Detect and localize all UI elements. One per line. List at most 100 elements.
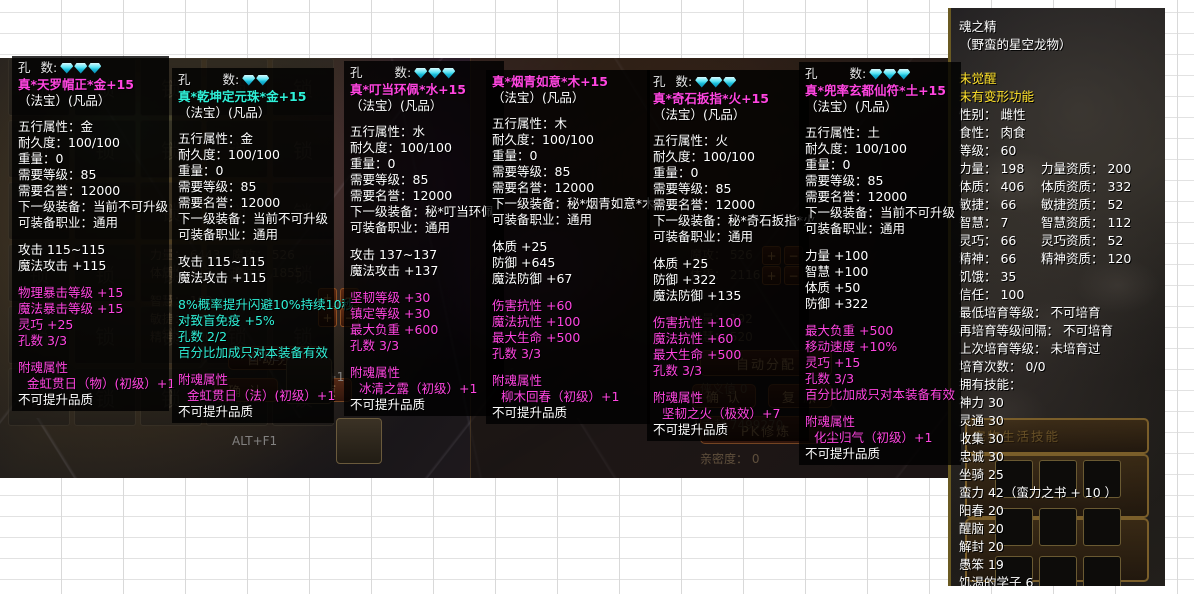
item-bonus-stat: 孔数 3/3 bbox=[18, 333, 68, 348]
pet-stat-line: 上次培育等级： 未培育过 bbox=[959, 341, 1101, 356]
socket-count-label: 数: bbox=[40, 60, 58, 75]
pet-skill-slot[interactable] bbox=[1039, 508, 1077, 546]
item-base-attribute: 需要等级：85 bbox=[18, 167, 97, 182]
item-name: 真*天罗帽正*金+15 bbox=[18, 77, 134, 92]
pet-skill-slot[interactable] bbox=[995, 460, 1033, 498]
item-bonus-stat: 百分比加成只对本装备有效 bbox=[178, 345, 329, 360]
skill-slot[interactable] bbox=[336, 418, 382, 464]
socket-count-label: 数: bbox=[222, 72, 240, 87]
soul-attribute-value: 坚韧之火（极效）+7 bbox=[662, 406, 781, 421]
item-name: 真*兜率玄都仙符*土+15 bbox=[805, 83, 946, 98]
item-base-attribute: 需要等级：85 bbox=[653, 181, 732, 196]
soul-attribute-header: 附魂属性 bbox=[653, 390, 704, 405]
pet-skill-line: 饥渴的学子 6 bbox=[959, 575, 1034, 586]
gem-icon bbox=[88, 62, 102, 74]
item-combat-stat: 体质 +25 bbox=[492, 239, 548, 254]
pet-stat-aptitude: 智慧资质： 112 bbox=[1041, 215, 1132, 230]
item-type-quality: （法宝）(凡品） bbox=[18, 93, 111, 108]
item-quality-footer: 不可提升品质 bbox=[350, 397, 426, 412]
gem-icon bbox=[256, 74, 270, 86]
soul-attribute-header: 附魂属性 bbox=[18, 360, 69, 375]
item-combat-stat: 攻击 115~115 bbox=[178, 254, 266, 269]
item-base-attribute: 下一级装备：秘*奇石扳指*火 bbox=[653, 213, 816, 228]
item-bonus-stat: 对致盲免疫 +5% bbox=[178, 313, 275, 328]
item-base-attribute: 五行属性：火 bbox=[653, 133, 729, 148]
pet-skill-slot[interactable] bbox=[995, 508, 1033, 546]
soul-attribute-value: 金虹贯日（法）(初级）+1 bbox=[187, 388, 336, 403]
item-name: 真*烟青如意*木+15 bbox=[492, 74, 608, 89]
pet-stat-line: 信任： 100 bbox=[959, 287, 1025, 302]
spacer bbox=[492, 228, 644, 239]
pet-skill-slot[interactable] bbox=[995, 556, 1033, 586]
pet-skill-slot[interactable] bbox=[1083, 460, 1121, 498]
item-base-attribute: 耐久度：100/100 bbox=[178, 147, 280, 162]
spacer bbox=[18, 274, 163, 285]
item-base-attribute: 下一级装备：当前不可升级 bbox=[178, 211, 329, 226]
spacer bbox=[805, 312, 955, 323]
spacer bbox=[805, 403, 955, 414]
ghost-field: 亲密度： 0 bbox=[700, 452, 760, 466]
item-quality-footer: 不可提升品质 bbox=[653, 422, 729, 437]
pet-skill-slot[interactable] bbox=[1039, 556, 1077, 586]
pet-status-line: 未有变形功能 bbox=[959, 89, 1035, 104]
socket-count-label: 数: bbox=[675, 74, 693, 89]
item-combat-stat: 防御 +322 bbox=[653, 272, 717, 287]
item-bonus-stat: 物理暴击等级 +15 bbox=[18, 285, 124, 300]
pet-stat-primary: 灵巧： 66 bbox=[959, 233, 1017, 248]
soul-attribute-value: 化尘归气（初级）+1 bbox=[814, 430, 933, 445]
tooltip-qiankun-dingyuanzhu: 孔数:真*乾坤定元珠*金+15（法宝）(凡品）五行属性：金耐久度：100/100… bbox=[172, 68, 354, 423]
pet-status-line: 未觉醒 bbox=[959, 71, 997, 86]
socket-row: 孔数: bbox=[18, 60, 163, 76]
pet-stat-primary: 体质： 406 bbox=[959, 179, 1025, 194]
item-bonus-stat: 孔数 3/3 bbox=[805, 371, 855, 386]
item-combat-stat: 防御 +645 bbox=[492, 255, 556, 270]
item-base-attribute: 需要等级：85 bbox=[350, 172, 429, 187]
item-combat-stat: 魔法攻击 +137 bbox=[350, 263, 439, 278]
item-base-attribute: 重量：0 bbox=[805, 157, 851, 172]
pet-skill-slot[interactable] bbox=[1083, 556, 1121, 586]
item-base-attribute: 下一级装备：秘*烟青如意*木 bbox=[492, 196, 655, 211]
item-base-attribute: 下一级装备：当前不可升级 bbox=[18, 199, 169, 214]
item-base-attribute: 五行属性：金 bbox=[18, 119, 94, 134]
item-base-attribute: 需要名誉：12000 bbox=[492, 180, 595, 195]
pet-skill-line: 解封 20 bbox=[959, 539, 1004, 554]
pet-skill-line: 阳春 20 bbox=[959, 503, 1004, 518]
spacer bbox=[350, 279, 498, 290]
item-base-attribute: 耐久度：100/100 bbox=[653, 149, 755, 164]
item-combat-stat: 攻击 115~115 bbox=[18, 242, 106, 257]
pet-skill-slot[interactable] bbox=[1039, 460, 1077, 498]
spacer bbox=[653, 304, 803, 315]
pet-skill-slot[interactable] bbox=[1083, 508, 1121, 546]
item-base-attribute: 可装备职业：通用 bbox=[178, 227, 279, 242]
item-bonus-stat: 魔法抗性 +60 bbox=[653, 331, 734, 346]
pet-stat-aptitude: 精神资质： 120 bbox=[1041, 251, 1132, 266]
item-base-attribute: 需要名誉：12000 bbox=[653, 197, 756, 212]
socket-count-label: 数: bbox=[849, 66, 867, 81]
item-base-attribute: 需要名誉：12000 bbox=[805, 189, 908, 204]
gem-icon bbox=[883, 68, 897, 80]
spacer bbox=[492, 287, 644, 298]
pet-attribute: 食性： 肉食 bbox=[959, 125, 1026, 140]
pet-species: （野蛮的星空龙物） bbox=[959, 37, 1072, 52]
hotkey-label-alt-f1: ALT+F1 bbox=[232, 434, 278, 448]
item-combat-stat: 魔法攻击 +115 bbox=[18, 258, 107, 273]
item-bonus-stat: 孔数 3/3 bbox=[492, 346, 542, 361]
item-quality-footer: 不可提升品质 bbox=[178, 404, 254, 419]
soul-attribute-header: 附魂属性 bbox=[350, 365, 401, 380]
item-type-quality: （法宝）(凡品） bbox=[492, 90, 585, 105]
item-bonus-stat: 灵巧 +15 bbox=[805, 355, 861, 370]
item-quality-footer: 不可提升品质 bbox=[805, 446, 881, 461]
tooltip-body: 孔数:真*兜率玄都仙符*土+15（法宝）(凡品）五行属性：土耐久度：100/10… bbox=[799, 62, 961, 465]
item-base-attribute: 需要名誉：12000 bbox=[178, 195, 281, 210]
item-bonus-stat: 孔数 3/3 bbox=[653, 363, 703, 378]
pet-name: 魂之精 bbox=[959, 19, 997, 34]
item-bonus-stat: 孔数 2/2 bbox=[178, 329, 228, 344]
pet-stat-aptitude: 灵巧资质： 52 bbox=[1041, 233, 1124, 248]
